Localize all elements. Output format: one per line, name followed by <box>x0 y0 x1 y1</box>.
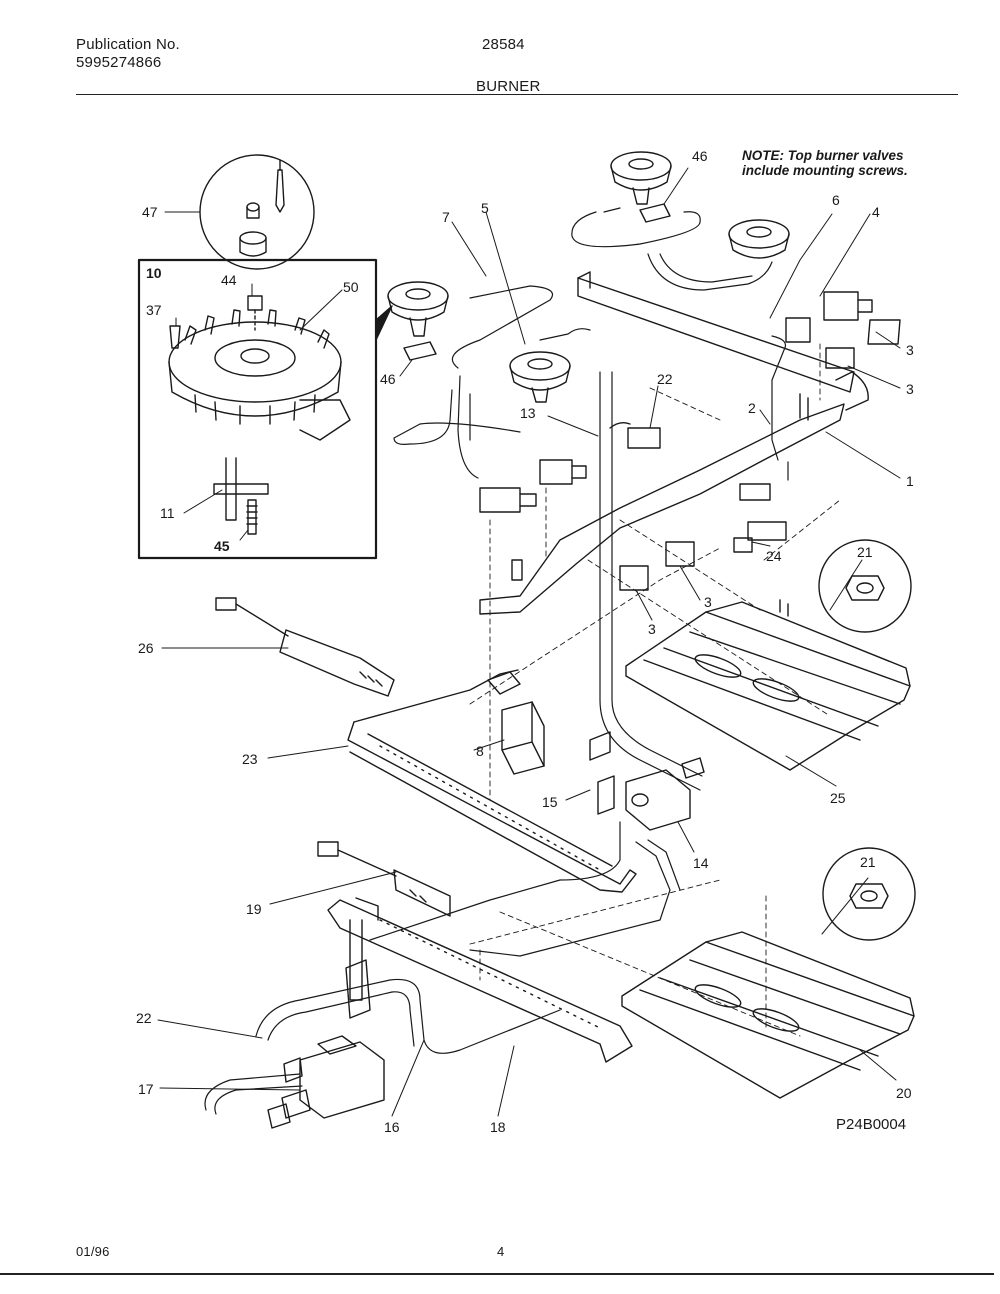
ignitor-19 <box>318 842 450 916</box>
callout-1: 1 <box>906 473 914 489</box>
burner-center <box>510 352 570 402</box>
callout-50: 50 <box>343 279 359 295</box>
gas-tubes <box>394 208 772 790</box>
heat-shield-25 <box>626 600 910 770</box>
callout-3-b: 3 <box>906 381 914 397</box>
callout-10: 10 <box>146 265 162 281</box>
diagram-code: P24B0004 <box>836 1116 907 1133</box>
callout-26: 26 <box>138 640 154 656</box>
section-title: BURNER <box>476 78 541 95</box>
callout-25: 25 <box>830 790 846 806</box>
top-valves <box>480 292 900 590</box>
page-number: 4 <box>497 1244 505 1259</box>
callout-19: 19 <box>246 901 262 917</box>
callout-2: 2 <box>748 400 756 416</box>
burner-front-right <box>729 220 789 258</box>
callout-13: 13 <box>520 405 536 421</box>
detail-circle-21-lower <box>823 848 915 940</box>
callout-3-a: 3 <box>906 342 914 358</box>
callout-23: 23 <box>242 751 258 767</box>
lower-tubes <box>205 979 560 1114</box>
detail-circle-47 <box>200 155 314 269</box>
note-line-2: include mounting screws. <box>742 163 908 178</box>
callout-7: 7 <box>442 209 450 225</box>
publication-label: Publication No. <box>76 36 180 53</box>
footer-rule <box>0 1273 994 1275</box>
callout-6: 6 <box>832 192 840 208</box>
header-rule <box>76 94 958 95</box>
ignitor-26 <box>216 598 394 696</box>
wire-2 <box>772 336 786 460</box>
leader-lines <box>158 168 900 1116</box>
bracket-15 <box>590 732 614 814</box>
callout-14: 14 <box>693 855 709 871</box>
safety-valve-14 <box>626 758 704 830</box>
callout-8: 8 <box>476 743 484 759</box>
note-text: NOTE: Top burner valves include mounting… <box>742 148 908 178</box>
callout-21-upper: 21 <box>857 544 873 560</box>
callout-3-c: 3 <box>704 594 712 610</box>
callout-21-lower: 21 <box>860 854 876 870</box>
callout-11: 11 <box>160 505 175 521</box>
detail-circle-21-upper <box>819 540 911 632</box>
burner-rear-right <box>611 152 671 222</box>
spark-module-8 <box>502 702 544 774</box>
callout-46-left: 46 <box>380 371 396 387</box>
footer-date: 01/96 <box>76 1244 110 1259</box>
callout-3-d: 3 <box>648 621 656 637</box>
bake-tubing <box>370 822 680 956</box>
callout-16: 16 <box>384 1119 400 1135</box>
oven-burner-23 <box>348 670 636 892</box>
callout-5: 5 <box>481 200 489 216</box>
thermostat-valve-17 <box>268 1036 384 1128</box>
detail-box-10 <box>139 260 376 558</box>
callout-20: 20 <box>896 1085 912 1101</box>
detail-pointer <box>376 306 392 340</box>
model-number: 28584 <box>482 36 525 53</box>
publication-number: 5995274866 <box>76 54 162 71</box>
heat-shield-20 <box>622 932 914 1098</box>
callout-18: 18 <box>490 1119 506 1135</box>
burner-left <box>388 282 448 360</box>
callout-15: 15 <box>542 794 558 810</box>
fitting-22-upper <box>610 423 660 448</box>
assembly-centerlines <box>470 344 840 1036</box>
callout-44: 44 <box>221 272 237 288</box>
callout-24: 24 <box>766 548 782 564</box>
callout-4: 4 <box>872 204 880 220</box>
top-manifold <box>480 272 868 614</box>
callout-46-right: 46 <box>692 148 708 164</box>
callout-47: 47 <box>142 204 158 220</box>
note-line-1: NOTE: Top burner valves <box>742 148 904 163</box>
callout-45: 45 <box>214 538 230 554</box>
callout-37: 37 <box>146 302 162 318</box>
callout-labels: 47 10 44 37 50 11 45 7 5 46 46 6 4 3 3 2… <box>136 148 914 1135</box>
fitting-24 <box>734 484 786 552</box>
callout-22-lower: 22 <box>136 1010 152 1026</box>
broil-burner-18 <box>328 898 632 1062</box>
callout-22-upper: 22 <box>657 371 673 387</box>
callout-17: 17 <box>138 1081 154 1097</box>
